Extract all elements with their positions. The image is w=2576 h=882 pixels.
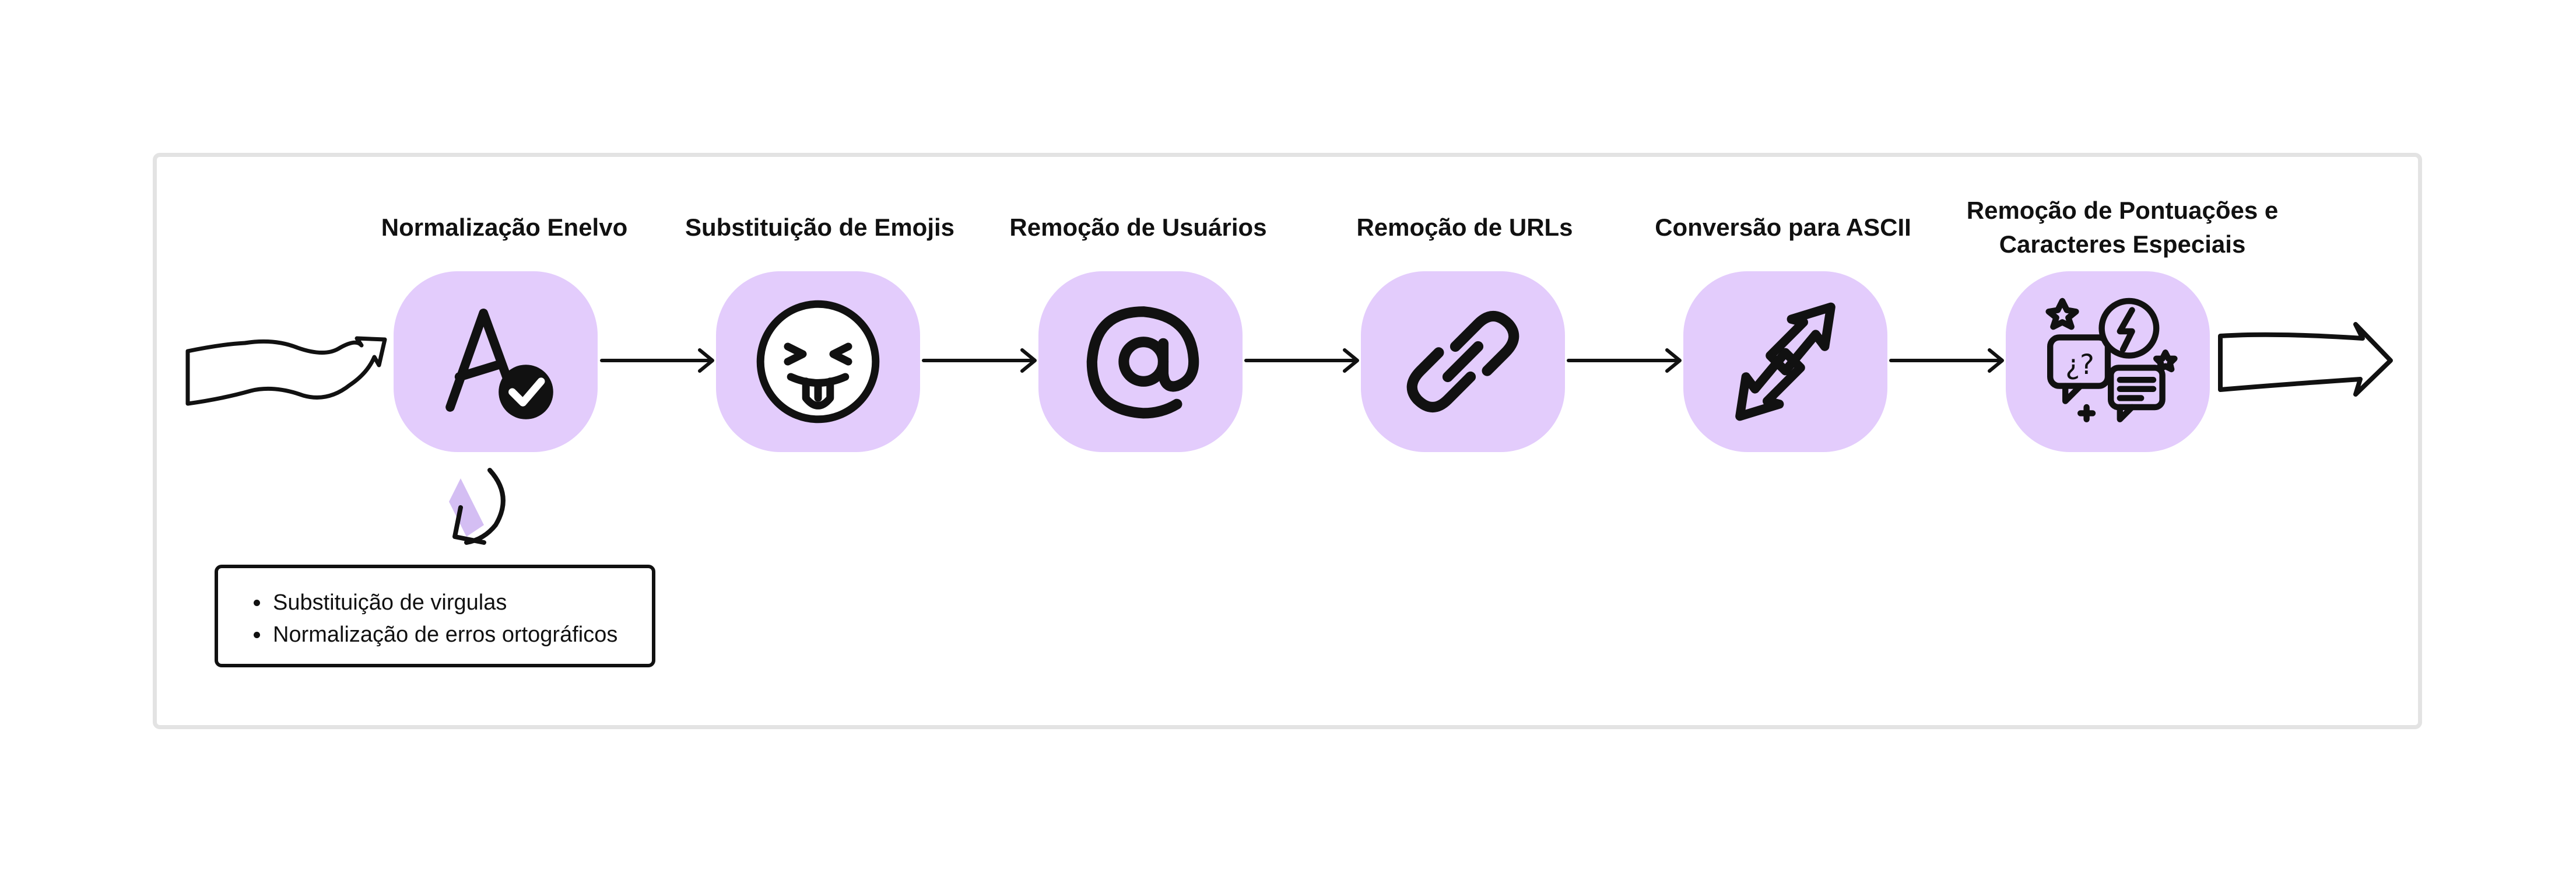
note-item: Normalização de erros ortográficos (271, 619, 652, 651)
output-arrow (2218, 322, 2393, 397)
step-title-urls: Remoção de URLs (1356, 214, 1573, 241)
notes-box: Substituição de virgulas Normalização de… (215, 565, 655, 667)
step-node-enelvo (394, 271, 598, 452)
note-item: Substituição de virgulas (271, 587, 652, 619)
step-title-pontuacoes: Remoção de Pontuações e Caracteres Espec… (1966, 197, 2279, 258)
step-title-ascii: Conversão para ASCII (1655, 214, 1911, 241)
text-check-icon (445, 309, 553, 419)
tongue-emoji-icon (756, 300, 880, 424)
step-node-usuarios (1038, 271, 1243, 452)
step-title-enelvo: Normalização Enelvo (381, 214, 628, 241)
notes-list: Substituição de virgulas Normalização de… (218, 568, 652, 651)
svg-text:¿?: ¿? (2065, 349, 2094, 381)
step-node-urls (1361, 271, 1565, 452)
exchange-arrows-icon (1735, 302, 1836, 421)
step-node-ascii (1683, 271, 1887, 452)
curved-down-arrow-icon (449, 468, 506, 545)
step-node-emojis (716, 271, 920, 452)
step-title-emojis: Substituição de Emojis (685, 214, 955, 241)
connector-arrows (600, 348, 2004, 373)
link-icon (1406, 311, 1519, 412)
step-title-usuarios: Remoção de Usuários (1009, 214, 1267, 241)
step-node-pontuacoes: ¿? (2006, 271, 2210, 452)
diagram-frame (153, 153, 2422, 729)
input-squiggle-arrow (185, 336, 387, 406)
at-sign-icon (1086, 306, 1199, 419)
chat-bubbles-icon: ¿? (2045, 298, 2178, 422)
